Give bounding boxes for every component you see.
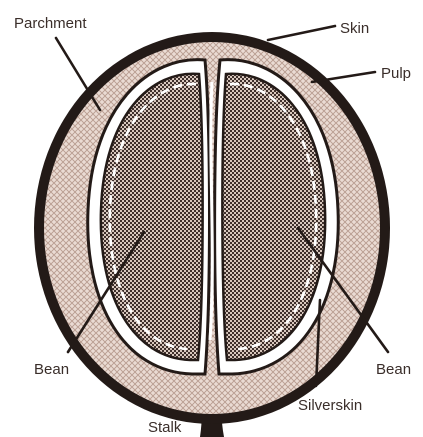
label-silverskin: Silverskin <box>298 397 362 414</box>
skin-leader <box>268 26 335 40</box>
label-skin: Skin <box>340 20 369 37</box>
label-bean-right: Bean <box>376 361 411 378</box>
center-seam <box>210 82 212 340</box>
label-bean-left: Bean <box>34 361 69 378</box>
label-stalk: Stalk <box>148 419 182 436</box>
label-parchment: Parchment <box>14 15 87 32</box>
label-pulp: Pulp <box>381 65 411 82</box>
